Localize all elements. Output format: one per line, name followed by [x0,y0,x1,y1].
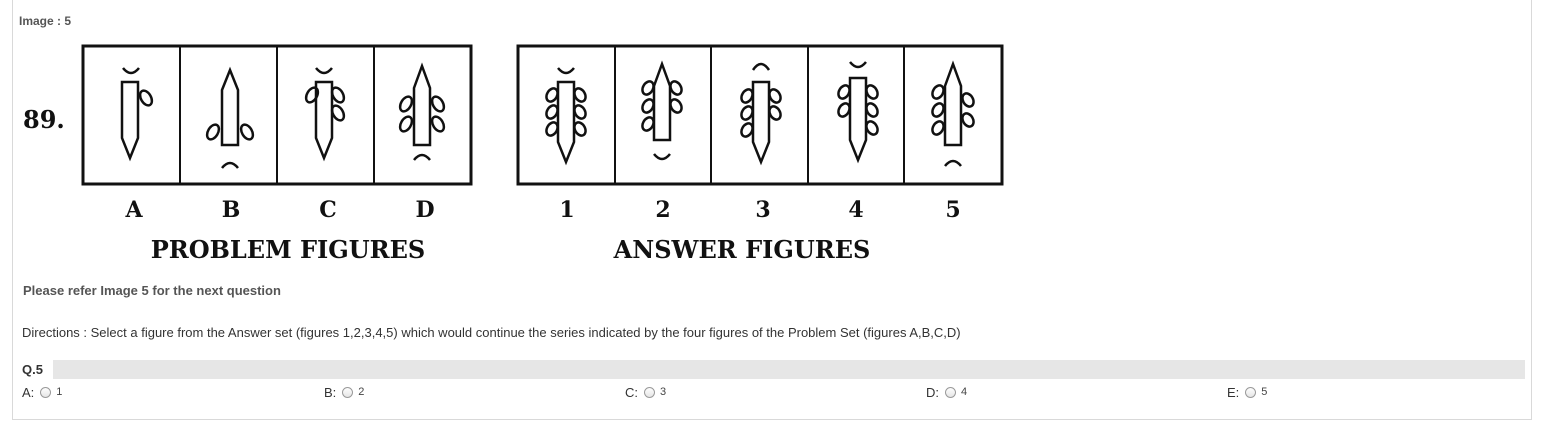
answer-figure-2 [641,60,683,161]
question-panel [12,0,1532,420]
figure-question-number: 89. [23,105,65,134]
option-c-letter: C: [625,384,638,400]
option-a[interactable]: A: 1 [22,384,62,400]
image-label: Image : 5 [19,14,72,28]
answer-figure-4 [837,61,879,164]
answer-label-3: 3 [755,197,770,223]
option-b-value: 2 [358,386,365,398]
option-c-value: 3 [660,386,667,398]
option-e-radio[interactable] [1245,386,1257,398]
problem-label-b: B [222,197,241,223]
question-figure-image: 89. [23,44,1004,264]
answer-figure-5 [931,60,975,167]
refer-image-note: Please refer Image 5 for the next questi… [23,283,281,298]
answer-figures-caption: ANSWER FIGURES [613,235,871,264]
option-c[interactable]: C: 3 [625,384,666,400]
problem-label-a: A [124,197,143,223]
option-b-letter: B: [324,384,337,400]
option-a-letter: A: [22,384,35,400]
problem-figures [81,44,473,186]
option-e[interactable]: E: 5 [1227,384,1267,400]
answer-figure-1 [545,67,587,166]
option-d-letter: D: [926,384,939,400]
problem-label-d: D [415,197,434,223]
option-b-radio[interactable] [342,386,354,398]
option-d-value: 4 [961,386,968,398]
option-c-radio[interactable] [644,386,655,398]
answer-label-2: 2 [655,197,670,223]
option-d-radio[interactable] [945,386,956,398]
problem-figures-caption: PROBLEM FIGURES [151,235,426,264]
question-number: Q.5 [22,362,43,377]
option-b[interactable]: B: 2 [324,384,364,400]
answer-label-1: 1 [559,197,574,223]
answer-figure-3 [740,62,782,166]
answer-label-4: 4 [848,197,863,223]
figure-b [205,66,255,169]
directions-text: Directions : Select a figure from the An… [22,325,961,340]
figure-c [304,67,346,162]
figure-a [120,67,154,162]
option-e-value: 5 [1261,386,1268,398]
figure-d [398,62,446,161]
option-d[interactable]: D: 4 [926,384,967,400]
option-a-value: 1 [56,386,63,398]
answer-figures [516,44,1004,186]
option-e-letter: E: [1227,384,1240,400]
problem-label-c: C [319,197,337,223]
option-a-radio[interactable] [40,386,52,398]
question-header-bar [53,360,1525,379]
answer-label-5: 5 [945,197,960,223]
